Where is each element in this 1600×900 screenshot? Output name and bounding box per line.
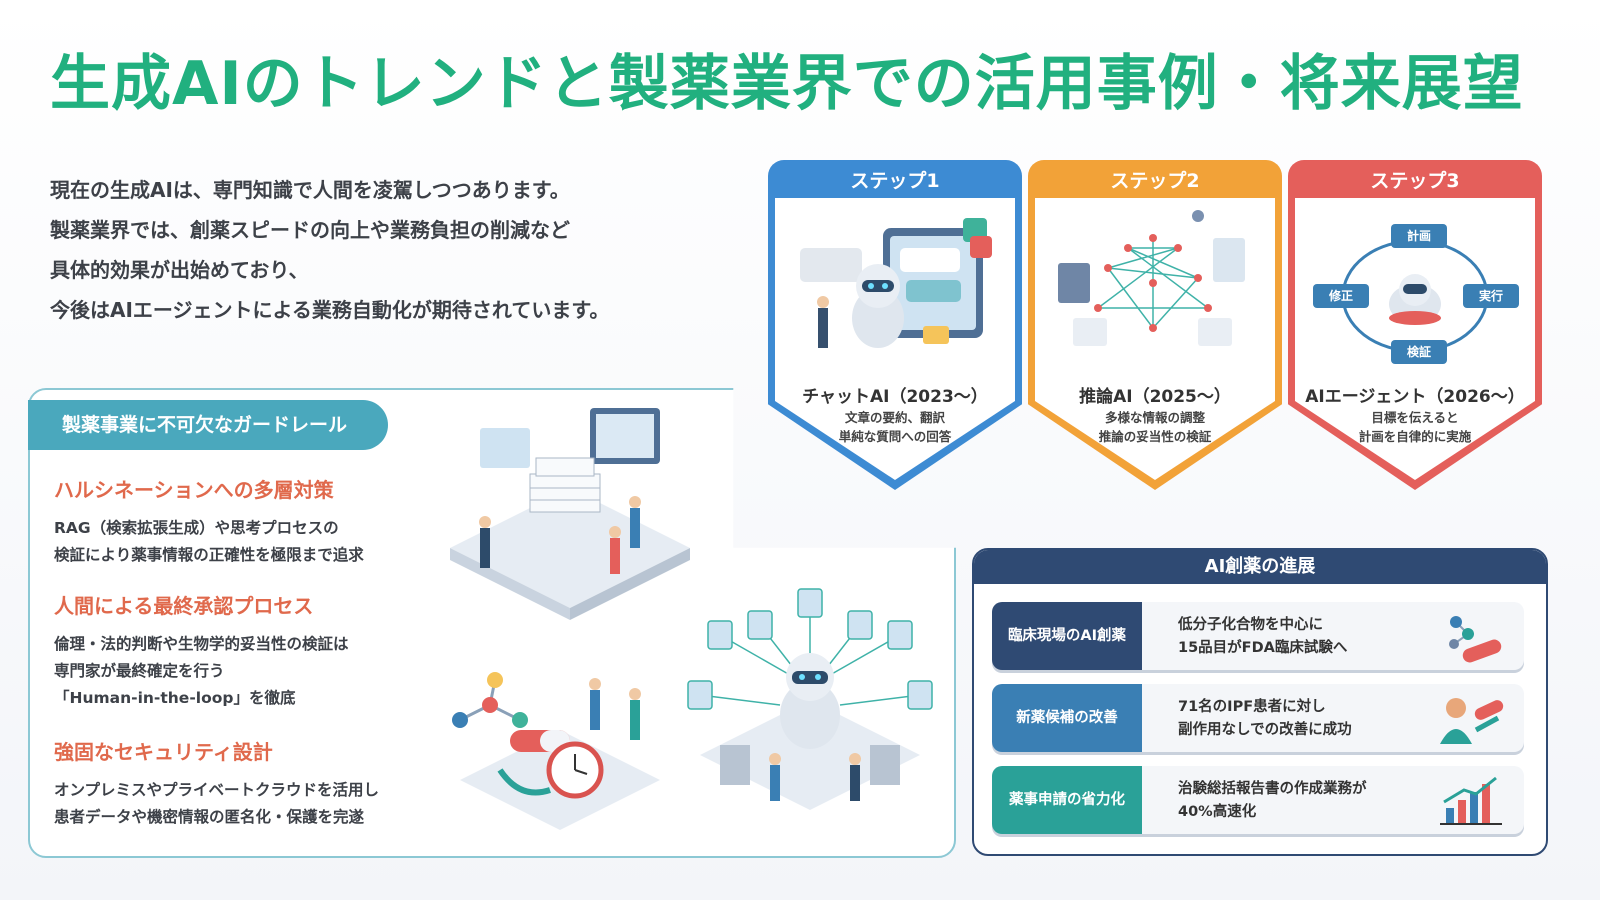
step-2-desc-line: 推論の妥当性の検証 [1098,429,1212,444]
drug-row-label: 臨床現場のAI創薬 [992,602,1142,670]
guardrail-desc-line: 専門家が最終確定を行う [54,662,225,680]
drug-row-line: 40%高速化 [1178,804,1257,820]
guardrail-heading: ハルシネーションへの多層対策 [54,478,334,502]
drug-row-line: 治験総括報告書の作成業務が [1178,781,1367,797]
step-2-desc-line: 多様な情報の調整 [1104,410,1205,425]
agent-cycle-diagram: 計画 実行 検証 修正 [1295,206,1535,376]
step-1-name: チャットAI（2023～） [802,387,988,407]
step-2-card: ステップ2 推論AI（2025～） 多様な情報の調整 推論の妥 [1028,160,1282,490]
guardrail-title: 製薬事業に不可欠なガードレール [28,400,388,450]
guardrail-desc-line: 検証により薬事情報の正確性を極限まで追求 [54,546,364,564]
cycle-verify-label: 検証 [1391,340,1447,364]
step-3-desc-line: 目標を伝えると [1371,410,1459,425]
step-1-header: ステップ1 [850,170,940,192]
drug-row-line: 低分子化合物を中心に [1178,617,1323,633]
guardrail-item: ハルシネーションへの多層対策 RAG（検索拡張生成）や思考プロセスの 検証により… [54,474,444,569]
guardrail-heading: 人間による最終承認プロセス [54,594,314,618]
ai-drug-discovery-panel: AI創薬の進展 臨床現場のAI創薬 低分子化合物を中心に 15品目がFDA臨床試… [972,548,1548,856]
step-1-desc: 文章の要約、翻訳 単純な質問への回答 [775,408,1015,446]
robot-network-illustration-icon [687,588,933,810]
guardrail-heading: 強固なセキュリティ設計 [54,740,273,764]
guardrail-desc: RAG（検索拡張生成）や思考プロセスの 検証により薬事情報の正確性を極限まで追求 [54,515,444,569]
guardrail-desc: オンプレミスやプライベートクラウドを活用し 患者データや機密情報の匿名化・保護を… [54,777,444,831]
step-1-card: ステップ1 チャットAI（2023～） 文章の要約、翻訳 単純な質問への回答 [768,160,1022,490]
step-3-desc: 目標を伝えると 計画を自律的に実施 [1295,408,1535,446]
chatbot-illustration-icon [800,218,992,348]
step-2-header: ステップ2 [1110,170,1200,192]
intro-text: 現在の生成AIは、専門知識で人間を凌駕しつつあります。 製薬業界では、創薬スピー… [50,170,700,330]
guardrail-desc-line: 患者データや機密情報の匿名化・保護を完遂 [54,808,365,826]
drug-row-text: 低分子化合物を中心に 15品目がFDA臨床試験へ [1178,614,1347,660]
growth-chart-icon [1440,776,1502,825]
step-2-name: 推論AI（2025～） [1079,387,1231,407]
ai-drug-discovery-title: AI創薬の進展 [974,550,1546,584]
intro-line: 現在の生成AIは、専門知識で人間を凌駕しつつあります。 [50,178,570,202]
drug-row-line: 副作用なしでの改善に成功 [1178,722,1352,738]
step-1-desc-line: 文章の要約、翻訳 [844,410,945,425]
guardrail-desc-line: 「Human-in-the-loop」を徹底 [54,689,296,707]
drug-row: 新薬候補の改善 71名のIPF患者に対し 副作用なしでの改善に成功 [992,684,1524,752]
cycle-plan-label: 計画 [1391,224,1447,248]
step-2-desc: 多様な情報の調整 推論の妥当性の検証 [1035,408,1275,446]
step-3-desc-line: 計画を自律的に実施 [1358,429,1472,444]
guardrail-desc: 倫理・法的判断や生物学的妥当性の検証は 専門家が最終確定を行う 「Human-i… [54,631,444,712]
drug-row-label: 新薬候補の改善 [992,684,1142,752]
guardrail-desc-line: RAG（検索拡張生成）や思考プロセスの [54,519,339,537]
patient-capsule-icon [1440,698,1504,744]
drug-row-line: 71名のIPF患者に対し [1178,699,1326,715]
step-3-name: AIエージェント（2026～） [1305,387,1525,407]
guardrail-item: 人間による最終承認プロセス 倫理・法的判断や生物学的妥当性の検証は 専門家が最終… [54,590,444,712]
intro-line: 今後はAIエージェントによる業務自動化が期待されています。 [50,298,610,322]
step-3-card: ステップ3 計画 実行 検証 修正 AIエージェント（2026～） 目標を伝える… [1288,160,1542,490]
molecule-icon [1449,616,1502,663]
documents-workspace-illustration-icon [450,408,690,620]
neural-network-illustration-icon [1058,210,1245,346]
step-3-header: ステップ3 [1370,170,1460,192]
drug-row-text: 71名のIPF患者に対し 副作用なしでの改善に成功 [1178,696,1352,742]
guardrail-item: 強固なセキュリティ設計 オンプレミスやプライベートクラウドを活用し 患者データや… [54,736,444,831]
page-title: 生成AIのトレンドと製薬業界での活用事例・将来展望 [50,49,1524,119]
intro-line: 具体的効果が出始めており、 [50,258,309,282]
drug-row-line: 15品目がFDA臨床試験へ [1178,640,1348,656]
cycle-execute-label: 実行 [1463,284,1519,308]
step-1-desc-line: 単純な質問への回答 [838,429,952,444]
drug-row: 薬事申請の省力化 治験総括報告書の作成業務が 40%高速化 [992,766,1524,834]
drug-row-text: 治験総括報告書の作成業務が 40%高速化 [1178,778,1367,824]
molecule-clock-illustration-icon [452,672,660,830]
intro-line: 製薬業界では、創薬スピードの向上や業務負担の削減など [50,218,570,242]
guardrail-desc-line: オンプレミスやプライベートクラウドを活用し [54,781,380,799]
guardrail-desc-line: 倫理・法的判断や生物学的妥当性の検証は [54,635,349,653]
cycle-fix-label: 修正 [1313,284,1369,308]
drug-row-label: 薬事申請の省力化 [992,766,1142,834]
drug-row: 臨床現場のAI創薬 低分子化合物を中心に 15品目がFDA臨床試験へ [992,602,1524,670]
